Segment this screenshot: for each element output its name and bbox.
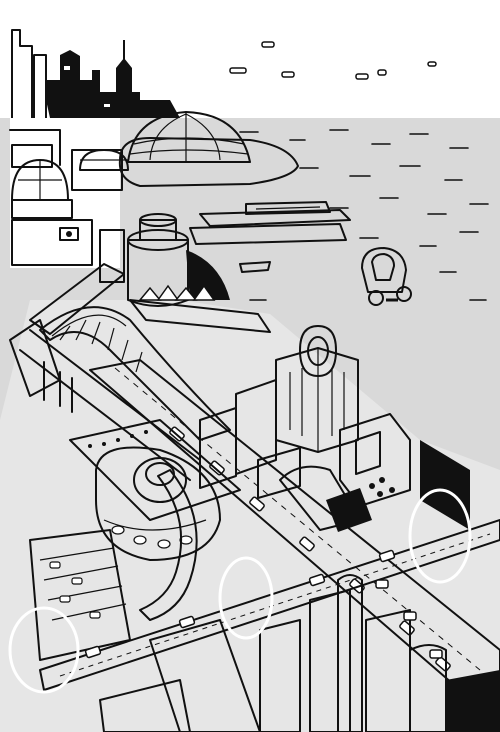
portal-ring-middle [218, 556, 274, 640]
central-buildings [199, 325, 470, 532]
left-shore-buildings [9, 118, 123, 268]
sky-clouds [229, 41, 437, 80]
round-windows [369, 477, 395, 497]
distant-skyline [11, 29, 180, 121]
dome-island [79, 111, 299, 187]
portal-ring-right [408, 488, 472, 584]
ring-overpass [8, 488, 500, 694]
curved-flyover [139, 469, 198, 621]
flying-pod [361, 247, 412, 306]
portal-ring-left [8, 606, 80, 694]
circular-complex [69, 419, 241, 561]
main-highway [89, 359, 500, 691]
ring-portal-top [299, 325, 337, 377]
right-street-cars [375, 579, 443, 659]
pier-platform [129, 299, 271, 333]
city-ground [0, 300, 500, 732]
tent-roofs [138, 284, 216, 301]
foreground-buildings [99, 574, 500, 732]
